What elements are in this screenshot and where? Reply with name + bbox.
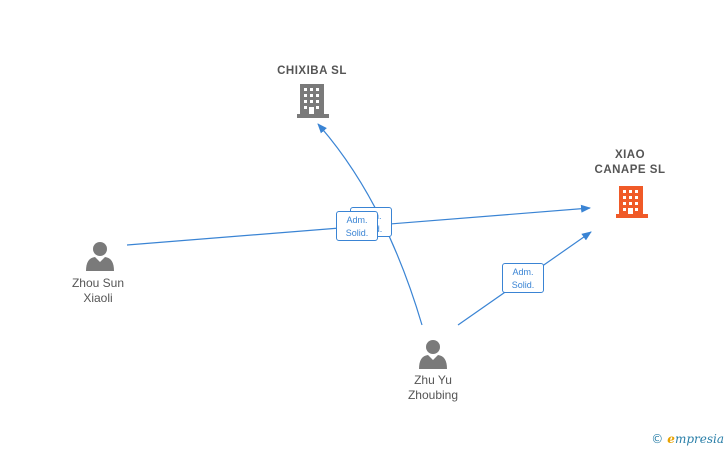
edge-label-zhousun-xiaocanape: Adm. Solid.	[336, 211, 378, 241]
brand-initial: e	[667, 432, 675, 446]
building-icon[interactable]	[297, 84, 329, 118]
brand-name: mpresia	[674, 432, 724, 446]
person-icon[interactable]	[86, 242, 114, 271]
person-label-zhou-sun[interactable]: Zhou Sun Xiaoli	[71, 276, 125, 305]
building-icon-highlighted[interactable]	[616, 186, 648, 218]
empresia-watermark: ©empresia	[651, 432, 724, 446]
company-label-xiao-canape[interactable]: XIAO CANAPE SL	[594, 149, 666, 176]
person-label-zhu-yu[interactable]: Zhu Yu Zhoubing	[407, 373, 459, 402]
person-icon[interactable]	[419, 340, 447, 369]
copyright-symbol: ©	[651, 432, 664, 446]
company-label-chixiba[interactable]: CHIXIBA SL	[277, 65, 347, 77]
edge-label-zhuyu-xiaocanape: Adm. Solid.	[502, 263, 544, 293]
